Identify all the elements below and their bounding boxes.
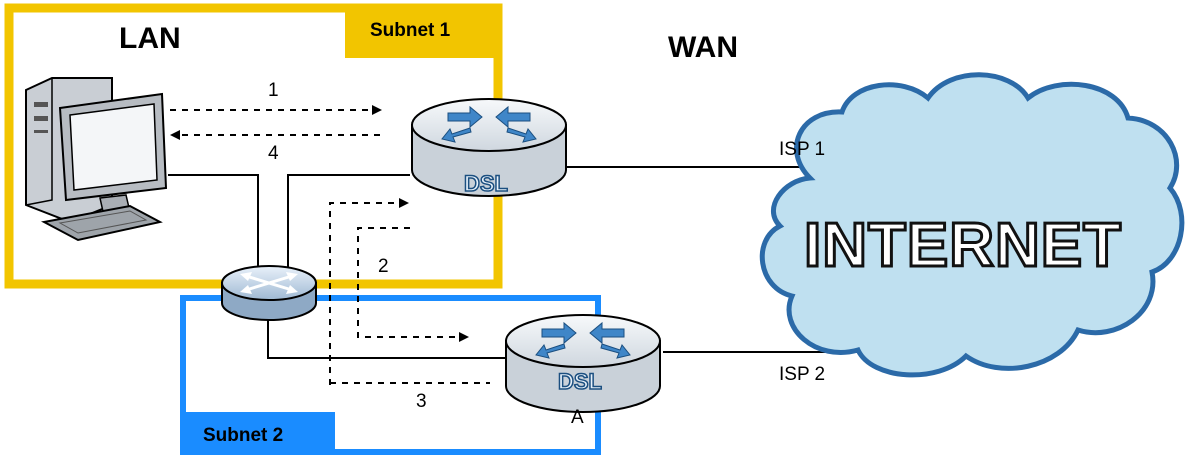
router-bottom-dsl-label: DSL xyxy=(557,368,603,395)
lan-switch-icon xyxy=(221,265,317,321)
subnet1-tag: Subnet 1 xyxy=(370,20,451,41)
internet-cloud-icon xyxy=(759,72,1185,378)
subnet1-tag-background xyxy=(345,8,498,58)
traffic-flows xyxy=(170,105,490,385)
pc-to-switch-link xyxy=(168,174,259,275)
switch-to-router-top-link xyxy=(287,174,410,275)
desktop-pc-icon xyxy=(25,77,168,242)
wan-zone-label: WAN xyxy=(668,31,738,64)
flow-step-2-label: 2 xyxy=(378,256,389,277)
isp1-label: ISP 1 xyxy=(779,139,826,160)
switch-to-router-bottom-link xyxy=(267,315,505,359)
internet-cloud-label: INTERNET xyxy=(803,210,1123,282)
router-top-dsl-label: DSL xyxy=(463,170,509,197)
flow-step-3-label: 3 xyxy=(416,391,427,412)
lan-zone-label: LAN xyxy=(119,22,181,55)
isp2-label: ISP 2 xyxy=(779,364,826,385)
dsl-router-bottom-icon xyxy=(505,314,661,413)
flow-2-arrow-up xyxy=(329,198,409,385)
subnet2-tag: Subnet 2 xyxy=(203,425,284,446)
flow-2-arrow-down xyxy=(357,227,469,342)
router-bottom-marker: A xyxy=(571,407,584,428)
flow-step-4-label: 4 xyxy=(268,143,279,164)
flow-step-1-label: 1 xyxy=(268,80,279,101)
subnet2-tag-background xyxy=(183,412,335,452)
dsl-router-top-icon xyxy=(411,98,567,197)
